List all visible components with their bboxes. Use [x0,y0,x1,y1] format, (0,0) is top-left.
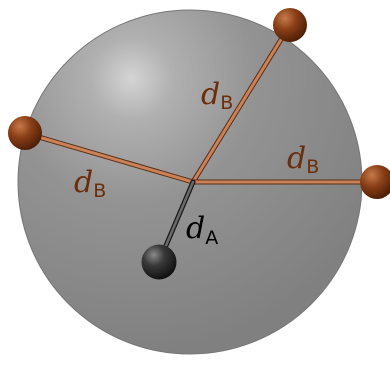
label-dA-variable: d [186,211,205,246]
label-dB-left-subscript: B [93,180,106,202]
bond-B-left [22,130,196,185]
label-dB-left-variable: d [74,165,93,200]
label-dB-left: dB [74,165,106,202]
label-dB-right-variable: d [287,141,306,176]
atom-A [141,244,177,280]
atom-B-left [8,116,42,150]
label-dB-top: dB [201,77,233,114]
atom-B-right [360,165,390,199]
bond-B-top [190,22,293,185]
label-dA: dA [186,211,218,249]
atom-B-top [273,8,307,42]
label-dB-right-subscript: B [306,156,319,178]
label-dA-subscript: A [205,227,218,249]
label-dB-top-subscript: B [220,92,233,114]
label-dB-right: dB [287,141,319,178]
label-dB-top-variable: d [201,77,220,112]
